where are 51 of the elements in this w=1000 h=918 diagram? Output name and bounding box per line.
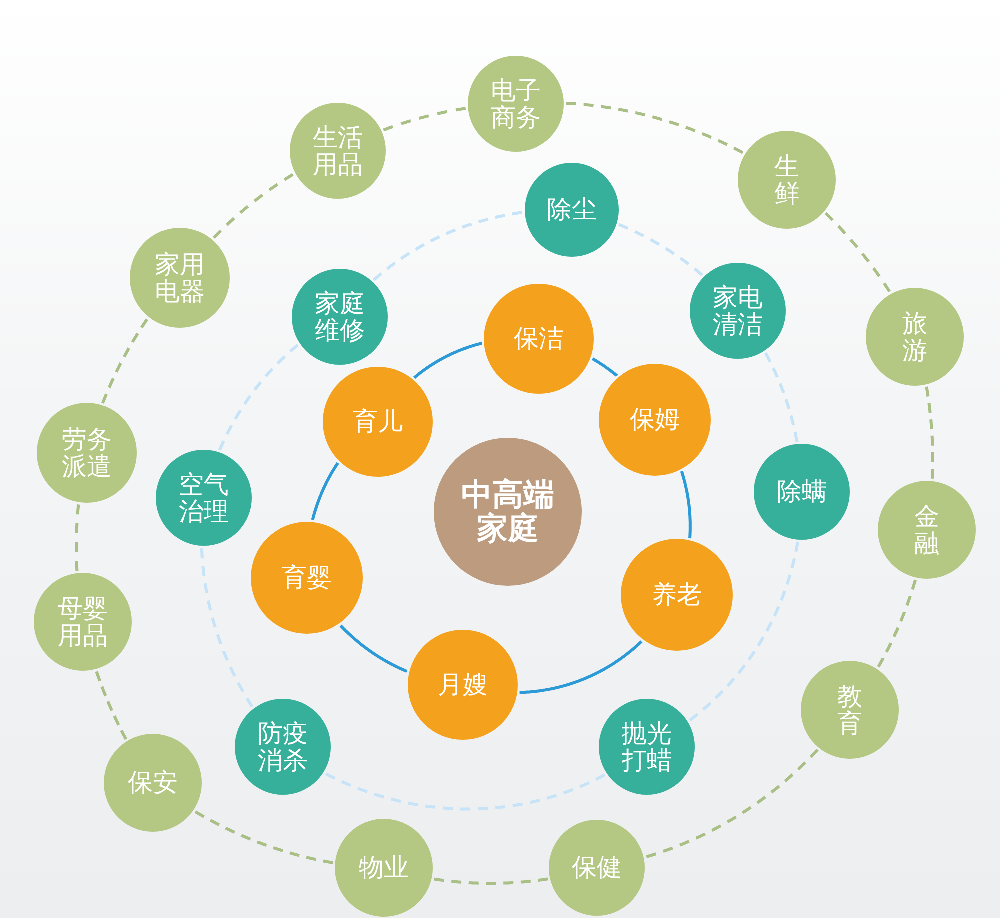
node-label: 养老 <box>651 581 703 609</box>
ring-connector <box>212 173 294 240</box>
ring-connector <box>372 211 524 282</box>
node-label: 保健 <box>571 854 623 882</box>
ring-connector <box>311 462 340 521</box>
node-label: 生鲜 <box>774 152 800 208</box>
node-label: 保洁 <box>513 325 565 353</box>
node-label: 月嫂 <box>437 671 489 699</box>
ring-connector <box>688 541 800 722</box>
ring-connector <box>382 107 468 132</box>
ring-connector <box>680 470 692 540</box>
ring-connector <box>646 748 819 859</box>
ring-connector <box>218 344 300 452</box>
ring-connector <box>101 318 149 404</box>
node-label: 育儿 <box>352 408 404 436</box>
ring-connector <box>618 223 704 277</box>
ring-connector <box>433 878 550 886</box>
node-label: 抛光打蜡 <box>621 720 673 774</box>
node-label: 物业 <box>358 854 410 882</box>
ring-connector <box>592 358 618 378</box>
node-label: 保姆 <box>629 406 681 434</box>
node-label: 电子商务 <box>490 76 542 132</box>
node-label: 空气治理 <box>178 470 230 526</box>
ring-connector <box>764 352 799 444</box>
node-label: 保安 <box>127 769 179 797</box>
ring-connector <box>566 102 744 154</box>
ring-connector <box>95 670 128 741</box>
node-label: 除尘 <box>546 196 598 224</box>
node-label: 家用电器 <box>154 250 206 306</box>
node-label: 中高端家庭 <box>460 478 556 546</box>
ring-connector <box>877 579 918 668</box>
node-label: 除螨 <box>776 478 828 506</box>
ring-connector <box>75 503 80 572</box>
node-label: 教育 <box>836 682 864 738</box>
node-label: 防疫消杀 <box>257 720 309 774</box>
ring-connector <box>413 342 484 380</box>
node-label: 家庭维修 <box>314 290 366 344</box>
ring-connector <box>340 624 408 673</box>
node-label: 金融 <box>914 502 940 558</box>
ring-connector <box>200 548 254 708</box>
ring-connector <box>325 772 606 811</box>
ring-connector <box>925 386 934 480</box>
node-label: 母婴用品 <box>57 594 109 650</box>
ring-connector <box>519 640 643 694</box>
node-label: 生活用品 <box>312 124 364 178</box>
ring-connector <box>824 212 892 294</box>
node-label: 家电清洁 <box>712 284 764 338</box>
node-label: 劳务派遣 <box>61 426 113 480</box>
ring-connector <box>194 810 334 864</box>
node-label: 旅游 <box>902 310 928 364</box>
node-label: 育婴 <box>281 564 333 592</box>
